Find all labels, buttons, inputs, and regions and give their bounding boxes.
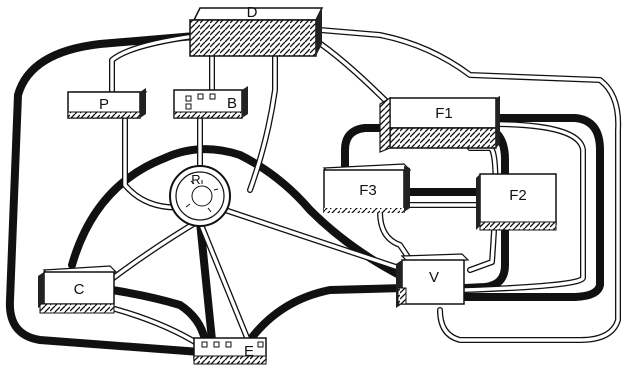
node-r-label: R: [191, 172, 200, 187]
cable-e-v: [246, 284, 409, 344]
cable-d-outer-loop: [5, 32, 204, 356]
cable-f1-loop-left: [341, 124, 394, 174]
cable-f1-v-outer: [461, 114, 604, 301]
node-b: B: [173, 86, 248, 119]
node-f3-label: F3: [359, 182, 377, 199]
node-c: C: [38, 265, 118, 314]
node-r: R: [169, 165, 231, 227]
node-f2-label: F2: [509, 187, 527, 204]
node-v: V: [396, 253, 470, 308]
node-e: E: [193, 337, 267, 365]
thick-cables: [5, 32, 604, 356]
node-f3: F3: [322, 163, 412, 213]
cable-c-e: [108, 286, 209, 344]
node-f1-label: F1: [435, 105, 453, 122]
node-p-label: P: [99, 96, 109, 113]
cable-r-loop: [68, 145, 409, 282]
node-e-label: E: [244, 343, 254, 360]
double-cables: [97, 27, 622, 348]
node-b-label: B: [227, 95, 237, 112]
node-p: P: [66, 88, 148, 119]
cable-f1-loop-right: [461, 128, 509, 292]
node-f1: F1: [379, 96, 500, 153]
node-v-label: V: [429, 269, 439, 286]
node-f2: F2: [476, 173, 557, 231]
cable-r-e: [196, 218, 216, 344]
node-d-label: D: [247, 4, 258, 21]
node-c-label: C: [74, 281, 85, 298]
node-d: D: [189, 4, 324, 57]
